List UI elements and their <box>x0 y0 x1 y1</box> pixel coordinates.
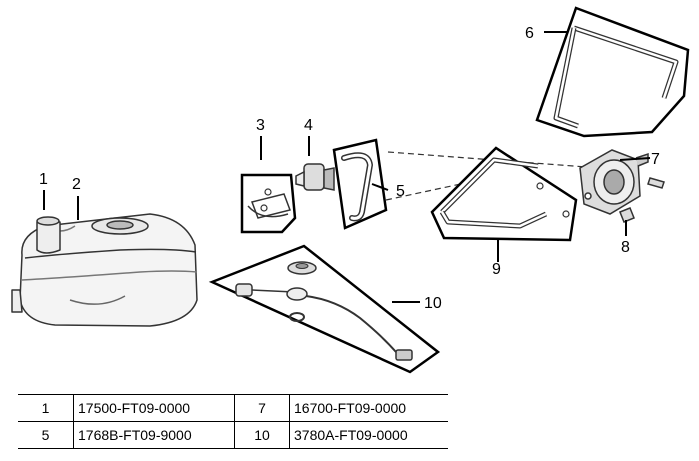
fuel-system-diagram: 1 2 3 4 5 6 7 8 9 10 <box>11 6 690 374</box>
part-4-filter <box>295 163 335 191</box>
callout-10: 10 <box>424 295 442 312</box>
part-8-bolts <box>619 177 665 223</box>
callout-2: 2 <box>72 176 81 193</box>
ref-number: 10 <box>234 421 290 449</box>
callout-numbers: 1 2 3 4 5 6 7 8 9 10 <box>39 25 660 312</box>
ref-number: 5 <box>18 421 74 449</box>
part-5-hose <box>332 138 388 230</box>
part-10-fuel-sender <box>208 244 441 374</box>
part-number: 17500-FT09-0000 <box>73 394 235 422</box>
callout-9: 9 <box>492 261 501 278</box>
callout-6: 6 <box>525 25 534 42</box>
callout-1: 1 <box>39 171 48 188</box>
callout-3: 3 <box>256 117 265 134</box>
dashed-guide-lines <box>385 151 601 201</box>
fuel-tank <box>11 213 198 327</box>
part-number: 1768B-FT09-9000 <box>73 421 235 449</box>
part-number: 16700-FT09-0000 <box>289 394 448 422</box>
table-row: 1 17500-FT09-0000 7 16700-FT09-0000 <box>18 394 448 422</box>
part-9-bracket <box>430 146 578 242</box>
ref-number: 7 <box>234 394 290 422</box>
callout-7: 7 <box>651 151 660 168</box>
part-3-bracket <box>240 173 297 234</box>
leader-lines <box>43 31 651 303</box>
ref-number: 1 <box>18 394 74 422</box>
part-6-bracket <box>535 6 690 138</box>
callout-8: 8 <box>621 239 630 256</box>
part-number: 3780A-FT09-0000 <box>289 421 448 449</box>
callout-4: 4 <box>304 117 313 134</box>
part-7-fuel-pump <box>579 149 649 215</box>
callout-5: 5 <box>396 183 405 200</box>
table-row: 5 1768B-FT09-9000 10 3780A-FT09-0000 <box>18 421 448 449</box>
parts-table: 1 17500-FT09-0000 7 16700-FT09-0000 5 17… <box>18 394 448 449</box>
